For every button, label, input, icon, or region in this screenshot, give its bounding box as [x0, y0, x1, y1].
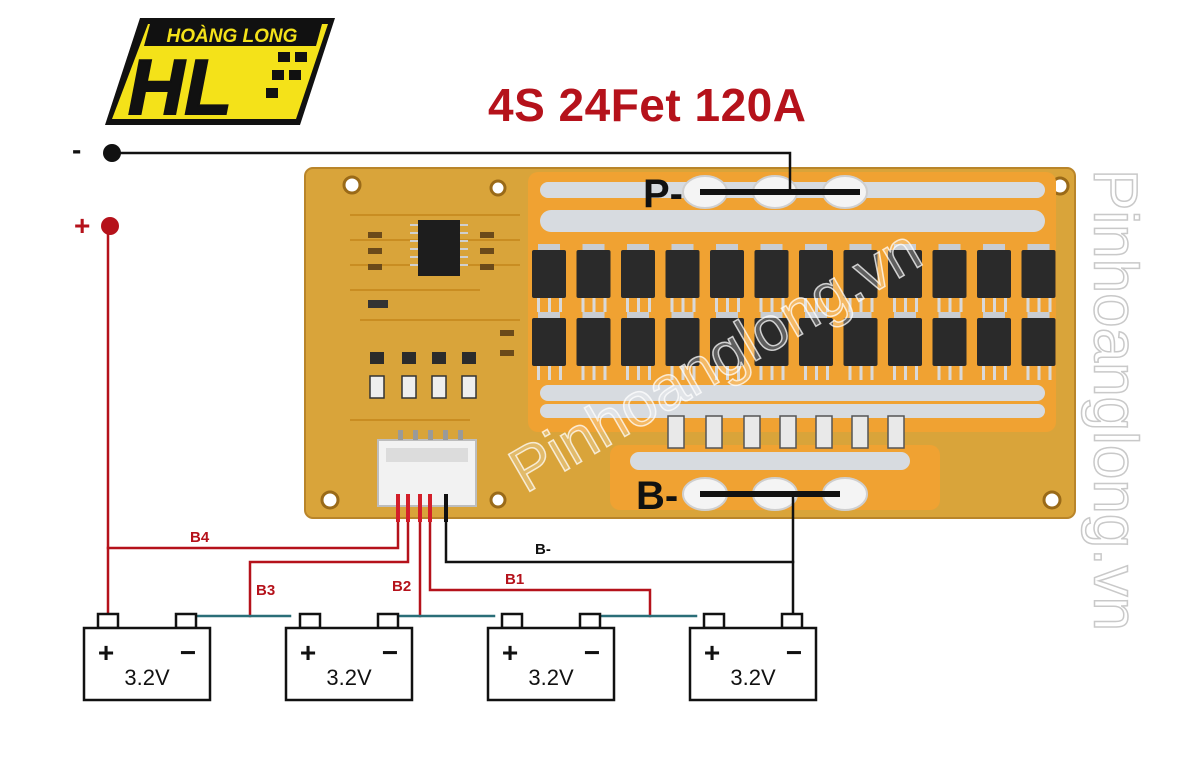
wiring	[106, 151, 795, 622]
mosfet	[1021, 244, 1056, 312]
mosfet	[532, 312, 566, 380]
mosfet	[932, 312, 967, 380]
logo-mark-text: HL	[128, 43, 232, 131]
battery-cell: +−	[486, 612, 616, 702]
mosfet	[576, 312, 611, 380]
battery-positive-post	[500, 612, 524, 630]
mosfet	[888, 312, 922, 380]
p-minus-bus	[682, 175, 868, 209]
mosfet	[710, 244, 744, 312]
mosfet	[888, 244, 922, 312]
mosfet	[799, 312, 833, 380]
b-minus-bus	[682, 477, 868, 511]
b-minus-label: B-	[636, 474, 679, 518]
battery-negative-post	[780, 612, 804, 630]
mosfet	[621, 244, 655, 312]
mosfet	[665, 244, 700, 312]
mosfet	[843, 244, 878, 312]
b2-label: B2	[392, 578, 412, 595]
mosfet	[665, 312, 700, 380]
mosfet	[932, 244, 967, 312]
battery-body	[82, 626, 212, 702]
battery-negative-post	[376, 612, 400, 630]
positive-terminal-sign: +	[74, 210, 91, 241]
battery-negative-post	[174, 612, 198, 630]
b3-wire	[248, 504, 410, 618]
output-negative-wire	[110, 151, 792, 194]
negative-terminal-dot	[103, 144, 121, 162]
battery-positive-post	[96, 612, 120, 630]
battery-cell: +−	[688, 612, 818, 702]
watermark-vertical: Pinhoanglong.vn	[1080, 168, 1151, 631]
b3-label: B3	[256, 582, 276, 599]
mosfet	[977, 244, 1011, 312]
diagram-title: 4S 24Fet 120A	[488, 79, 807, 131]
b1-wire	[428, 504, 652, 618]
battery-voltage-label: 3.2V	[730, 665, 776, 690]
battery-minus-sign: −	[786, 637, 802, 668]
battery-positive-post	[702, 612, 726, 630]
bminus-sense-label: B-	[535, 541, 551, 558]
battery-pack: +−+−+−+−	[82, 612, 818, 702]
battery-body	[284, 626, 414, 702]
battery-plus-sign: +	[300, 637, 316, 668]
mosfet	[576, 244, 611, 312]
battery-plus-sign: +	[704, 637, 720, 668]
mosfet	[754, 244, 789, 312]
positive-terminal-dot	[101, 217, 119, 235]
mosfet	[1021, 312, 1056, 380]
battery-voltage-label: 3.2V	[326, 665, 372, 690]
mosfet	[977, 312, 1011, 380]
mosfet	[710, 312, 744, 380]
battery-minus-sign: −	[180, 637, 196, 668]
battery-plus-sign: +	[98, 637, 114, 668]
battery-cell: +−	[284, 612, 414, 702]
battery-minus-sign: −	[382, 637, 398, 668]
logo-brand-text: HOÀNG LONG	[167, 25, 298, 47]
mosfet	[621, 312, 655, 380]
p-minus-label: P-	[643, 172, 683, 216]
battery-cell: +−	[82, 612, 212, 702]
mosfet	[754, 312, 789, 380]
battery-minus-sign: −	[584, 637, 600, 668]
mosfet	[532, 244, 566, 312]
battery-body	[688, 626, 818, 702]
battery-negative-post	[578, 612, 602, 630]
battery-positive-post	[298, 612, 322, 630]
mosfet-array	[532, 244, 1056, 380]
battery-voltage-label: 3.2V	[528, 665, 574, 690]
b4-label: B4	[190, 529, 210, 546]
mosfet	[843, 312, 878, 380]
battery-voltage-label: 3.2V	[124, 665, 170, 690]
bminus-sense-wire	[444, 504, 795, 564]
battery-plus-sign: +	[502, 637, 518, 668]
balance-connector	[377, 430, 477, 507]
negative-terminal-sign: -	[72, 134, 82, 165]
mosfet	[799, 244, 833, 312]
b1-label: B1	[505, 571, 525, 588]
battery-body	[486, 626, 616, 702]
hoang-long-logo: HOÀNG LONG HL	[105, 18, 335, 132]
